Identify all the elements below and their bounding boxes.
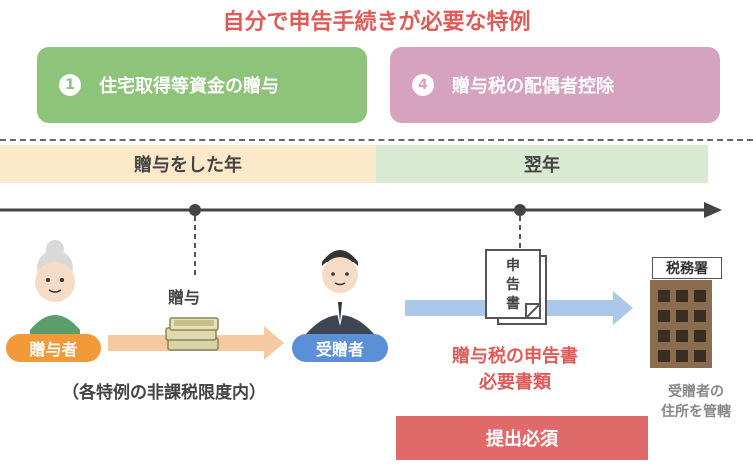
documents-caption-line1: 贈与税の申告書: [452, 346, 578, 367]
year-band-gift-year: 贈与をした年: [0, 145, 376, 183]
document-text: 申告書: [506, 258, 520, 312]
timeline-arrowhead: [704, 202, 722, 218]
page-title: 自分で申告手続きが必要な特例: [222, 10, 531, 35]
money-stack-icon: [165, 317, 219, 351]
submission-required-bar: 提出必須: [396, 416, 648, 460]
year-band-next-year: 翌年: [376, 145, 708, 183]
submit-arrow-head: [613, 291, 633, 325]
tax-office-building-icon: [650, 280, 712, 368]
submission-required-label: 提出必須: [486, 429, 558, 450]
giver-person-icon: [30, 240, 80, 336]
tax-office-caption-line1: 受贈者の: [668, 384, 724, 400]
document-icon: [485, 249, 547, 325]
card-spousal-deduction: 4 贈与税の配偶者控除: [390, 47, 720, 123]
documents-caption: 贈与税の申告書 必要書類: [420, 344, 610, 396]
year-band-label: 贈与をした年: [134, 155, 242, 176]
gift-arrow-head: [264, 326, 284, 360]
card-label: 贈与税の配偶者控除: [452, 76, 614, 97]
card-number-badge: 4: [412, 74, 434, 96]
tax-office-caption: 受贈者の 住所を管轄: [646, 382, 746, 422]
card-label: 住宅取得等資金の贈与: [99, 76, 279, 97]
limit-note: （各特例の非課税限度内）: [62, 383, 266, 403]
timeline-dot-gift: [189, 204, 201, 216]
timeline-dot-filing: [514, 204, 526, 216]
card-number-badge: 1: [59, 74, 81, 96]
giver-badge: 贈与者: [6, 334, 101, 362]
year-band-label: 翌年: [524, 155, 560, 176]
section-divider: [0, 139, 753, 141]
gift-label: 贈与: [168, 288, 201, 307]
receiver-badge: 受贈者: [292, 334, 388, 362]
documents-caption-line2: 必要書類: [479, 372, 551, 393]
card-housing-fund-gift: 1 住宅取得等資金の贈与: [37, 47, 367, 123]
tax-office-caption-line2: 住所を管轄: [661, 404, 731, 420]
receiver-person-icon: [306, 250, 374, 336]
tax-office-label: 税務署: [652, 257, 722, 279]
